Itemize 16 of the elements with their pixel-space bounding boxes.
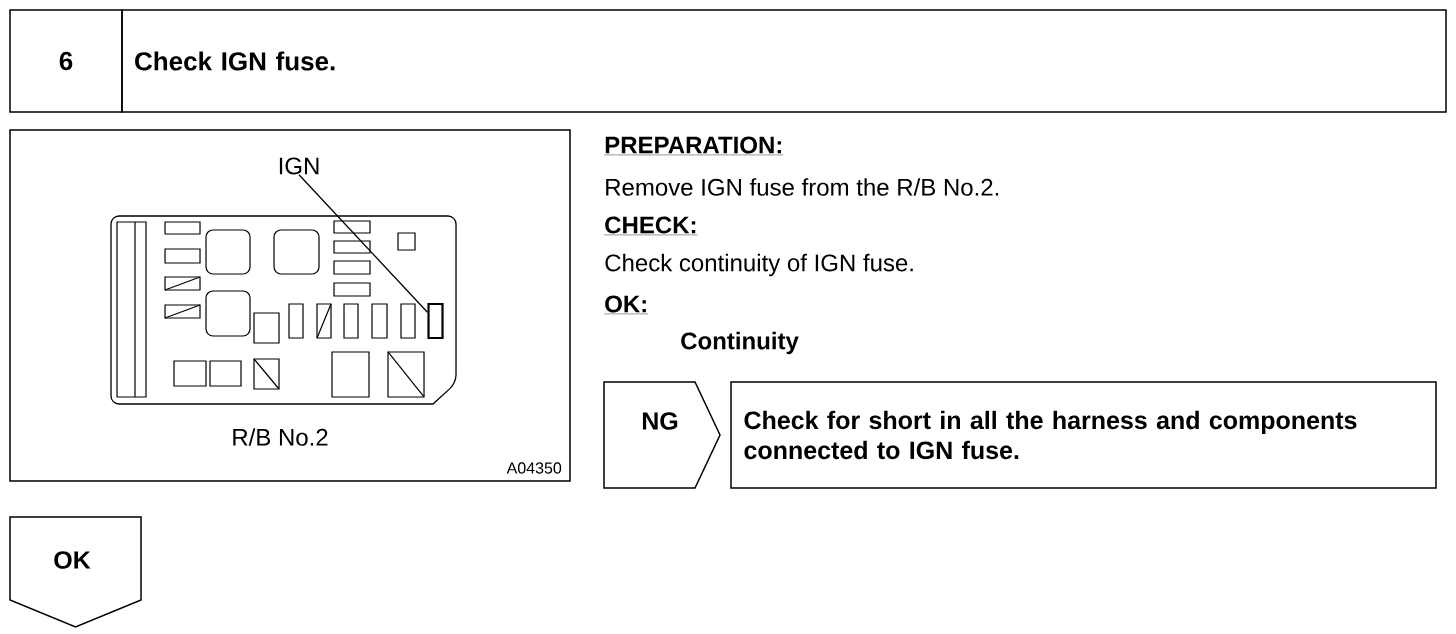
part-label: IGN: [279, 157, 319, 175]
section-heading: PREPARATION:: [604, 136, 784, 156]
section-heading: OK:: [604, 295, 649, 315]
instruction-text: Remove IGN fuse from the R/B No.2.: [606, 178, 999, 196]
result-box: Check for short in all the harness and components connected to IGN fuse.: [730, 381, 1437, 489]
leader-line: [298, 174, 429, 313]
step-number-cell: 6: [9, 9, 123, 113]
ok-arrow-box: OK: [9, 516, 142, 628]
result-value: Continuity: [681, 331, 799, 355]
fuse: [427, 302, 444, 340]
figure-caption: R/B No.2: [233, 428, 328, 446]
instruction-text: Check continuity of IGN fuse.: [605, 253, 913, 277]
section-heading: CHECK:: [604, 216, 698, 236]
step-title-cell: Check IGN fuse.: [121, 9, 1447, 113]
figure-code: A04350: [506, 462, 562, 474]
ng-arrow-box: NG: [603, 381, 721, 489]
